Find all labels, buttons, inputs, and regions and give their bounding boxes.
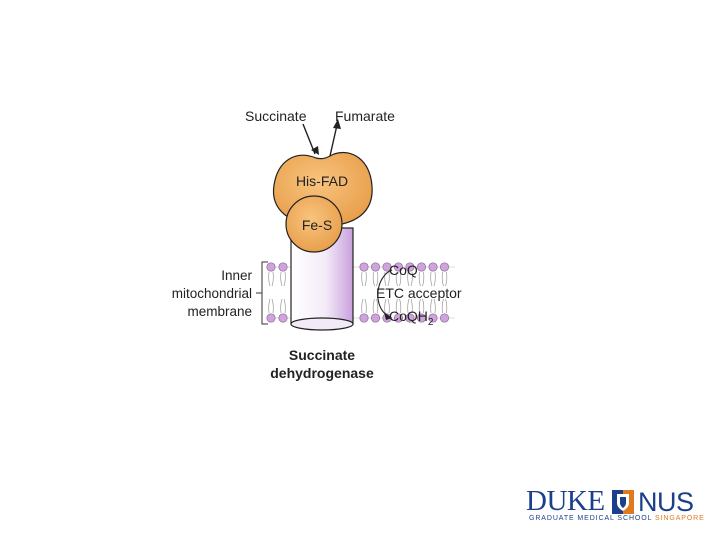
lipid-tail [430, 271, 433, 287]
lipid-tail [268, 271, 271, 287]
lipid-head [393, 313, 404, 323]
lipid-tail [364, 298, 367, 314]
fe-s-subunit [285, 195, 343, 253]
fumarate-arrow [329, 119, 341, 157]
lipid-head [382, 262, 392, 272]
logo-nus-text: NUS [638, 487, 694, 517]
lipid-head [359, 313, 369, 323]
lipid-head [428, 313, 438, 323]
lipid-tail [271, 298, 274, 314]
logo-subtitle: GRADUATE MEDICAL SCHOOL SINGAPORE [529, 515, 705, 522]
lipid-tail [395, 271, 398, 287]
lipid-tail [410, 271, 413, 287]
lipid-tail [361, 298, 364, 314]
lipid-tail [384, 298, 387, 314]
lipid-tail [283, 298, 286, 314]
membrane-bilayer [266, 262, 455, 323]
lipid-tail [441, 298, 444, 314]
coq-label: CoQ [389, 262, 418, 278]
lipid-head [278, 313, 288, 323]
lipid-tail [433, 271, 436, 287]
lipid-tail [387, 271, 390, 287]
lipid-tail [384, 271, 387, 287]
lipid-head [405, 262, 415, 272]
logo-duke-text: DUKE [526, 485, 605, 517]
lipid-tail [271, 271, 274, 287]
lipid-tail [268, 298, 271, 314]
fe-s-label: Fe-S [302, 217, 332, 233]
lipid-tail [395, 298, 398, 314]
lipid-tail [376, 298, 379, 314]
lipid-head [266, 313, 276, 323]
membrane-bracket [261, 261, 268, 325]
lipid-head [416, 262, 427, 272]
lipid-head [266, 262, 276, 272]
caption-line1: Succinate [289, 347, 355, 363]
lipid-tail [433, 298, 436, 314]
lipid-tail [280, 271, 283, 287]
lipid-tail [445, 271, 448, 287]
his-fad-label: His-FAD [296, 173, 348, 189]
lipid-head [439, 313, 450, 323]
lipid-head [405, 313, 415, 323]
lipid-head [370, 313, 381, 323]
lipid-tail [422, 298, 425, 314]
duke-nus-logo: DUKE NUS GRADUATE MEDICAL SCHOOL SINGAPO… [526, 485, 705, 526]
coq-reduction-arrowhead [384, 312, 392, 320]
lipid-head [416, 313, 427, 323]
lipid-tail [361, 271, 364, 287]
lipid-tail [422, 271, 425, 287]
succinate-label: Succinate [245, 108, 307, 124]
lipid-tail [407, 271, 410, 287]
membrane-label-line1: Inner [221, 268, 252, 283]
lipid-head [359, 262, 369, 272]
lipid-tail [407, 298, 410, 314]
lipid-tail [418, 271, 421, 287]
succinate-arrow [302, 123, 319, 155]
fumarate-label: Fumarate [335, 108, 395, 124]
lipid-head [370, 262, 381, 272]
lipid-tail [399, 298, 402, 314]
etc-acceptor-label: ETC acceptor [376, 285, 462, 301]
lipid-head [439, 262, 450, 272]
lipid-tail [441, 271, 444, 287]
lipid-tail [418, 298, 421, 314]
lipid-tail [387, 298, 390, 314]
lipid-tail [430, 298, 433, 314]
logo-shield-icon [612, 490, 634, 514]
lipid-tail [372, 271, 375, 287]
lipid-tail [364, 271, 367, 287]
caption-line2: dehydrogenase [270, 365, 374, 381]
lipid-head [393, 262, 404, 272]
lipid-tail [283, 271, 286, 287]
lipid-head [428, 262, 438, 272]
membrane-label-line2: mitochondrial [172, 286, 252, 301]
lipid-tail [410, 298, 413, 314]
lipid-tail [399, 271, 402, 287]
lipid-tail [376, 271, 379, 287]
lipid-tail [280, 298, 283, 314]
lipid-tail [372, 298, 375, 314]
membrane-label-line3: membrane [187, 304, 252, 319]
coqh2-label: CoQH2 [389, 308, 434, 328]
lipid-tail [445, 298, 448, 314]
lipid-head [278, 262, 288, 272]
coq-reduction-arrow [377, 269, 393, 317]
